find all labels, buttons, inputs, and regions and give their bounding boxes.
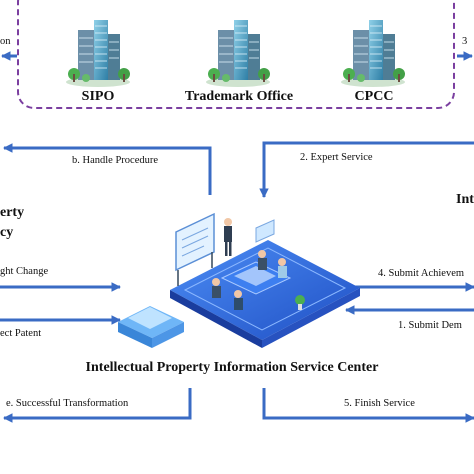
arrow-handle-procedure — [3, 143, 212, 195]
left-party-line1: erty — [0, 205, 24, 220]
right-flows: 2. Expert Service 4. Submit Achievem 1. … — [259, 141, 474, 423]
right-number-label: 3 — [462, 36, 467, 47]
office-buildings-icon — [206, 20, 270, 87]
left-number-label: on — [0, 36, 11, 47]
isometric-meeting-room-icon — [118, 212, 360, 348]
label-right-change: ght Change — [0, 266, 48, 277]
offices-dashed-border — [17, 0, 455, 109]
label-successful-transformation: e. Successful Transformation — [6, 398, 129, 409]
office-label-cpcc: CPCC — [355, 89, 394, 104]
left-party-line2: cy — [0, 225, 13, 240]
office-buildings-icon — [341, 20, 405, 87]
label-submit-demand: 1. Submit Dem — [398, 320, 462, 331]
label-finish-service: 5. Finish Service — [344, 398, 415, 409]
chat-bubble-icon — [255, 219, 275, 243]
label-patent: ect Patent — [0, 328, 41, 339]
office-buildings — [66, 20, 405, 87]
meeting-people — [212, 250, 287, 310]
label-submit-achievement: 4. Submit Achievem — [378, 268, 464, 279]
label-expert-service: 2. Expert Service — [300, 152, 373, 163]
offices-box — [17, 0, 455, 109]
office-label-trademark: Trademark Office — [185, 89, 293, 104]
office-label-sipo: SIPO — [82, 89, 115, 104]
arrow-successful-transformation — [3, 388, 192, 423]
office-buildings-icon — [66, 20, 130, 87]
left-flows: b. Handle Procedure ght Change ect Paten… — [0, 143, 212, 423]
right-party-label: Int — [456, 192, 474, 207]
presenter — [224, 218, 232, 226]
arrow-finish-service — [262, 388, 474, 423]
center-title: Intellectual Property Information Servic… — [86, 360, 379, 375]
arrow-expert-service — [259, 141, 474, 198]
label-handle-procedure: b. Handle Procedure — [72, 155, 158, 166]
